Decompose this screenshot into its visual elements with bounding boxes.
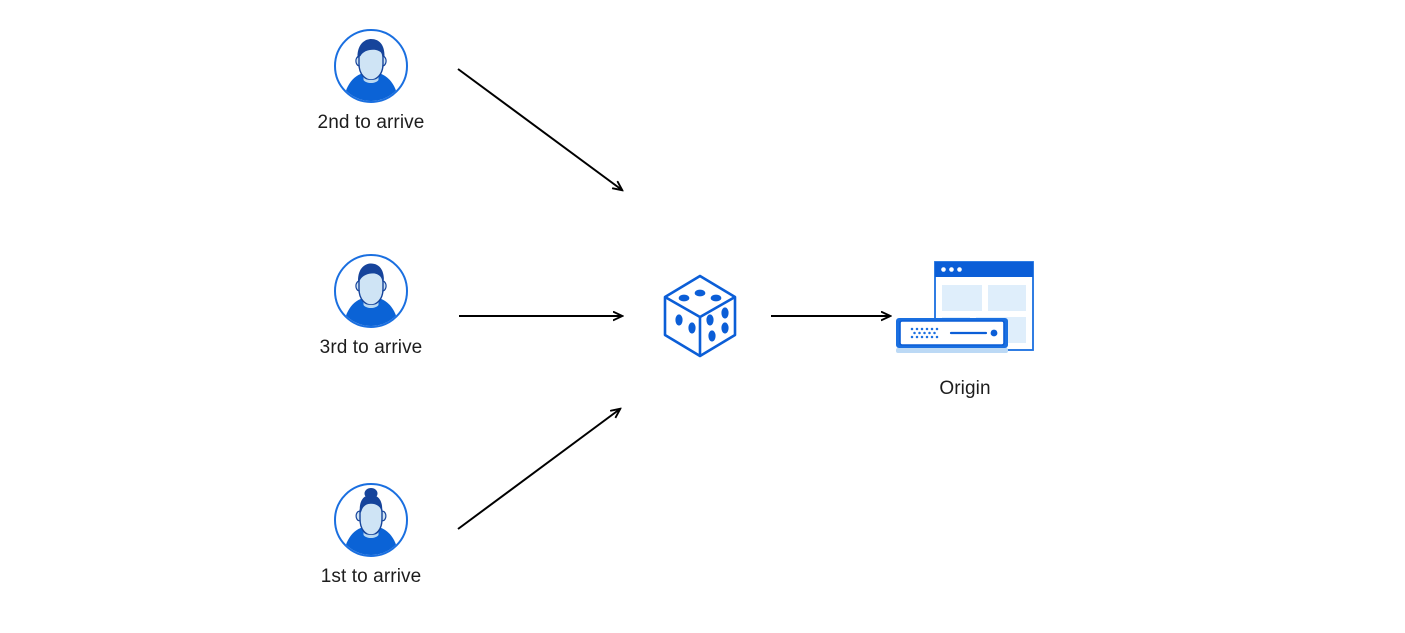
- origin-label: Origin: [939, 378, 991, 399]
- user-avatar-icon: [333, 482, 409, 558]
- node-user-1st-to-arrive: 1st to arrive: [291, 482, 451, 588]
- node-user-2nd-to-arrive: 2nd to arrive: [291, 28, 451, 134]
- arrow-user-2nd-to-dice: [457, 68, 622, 190]
- user-avatar-icon: [333, 28, 409, 104]
- node-origin: Origin: [885, 256, 1045, 400]
- node-user-3rd-to-arrive: 3rd to arrive: [291, 253, 451, 359]
- server-device: [896, 318, 1008, 353]
- user-label: 2nd to arrive: [317, 112, 425, 133]
- user-label: 3rd to arrive: [319, 337, 423, 358]
- arrow-user-1st-to-dice: [457, 409, 620, 530]
- origin-server-icon: [890, 256, 1040, 364]
- user-avatar-icon: [333, 253, 409, 329]
- dice-icon: [655, 270, 745, 362]
- node-dice: [655, 270, 745, 362]
- user-label: 1st to arrive: [320, 566, 422, 587]
